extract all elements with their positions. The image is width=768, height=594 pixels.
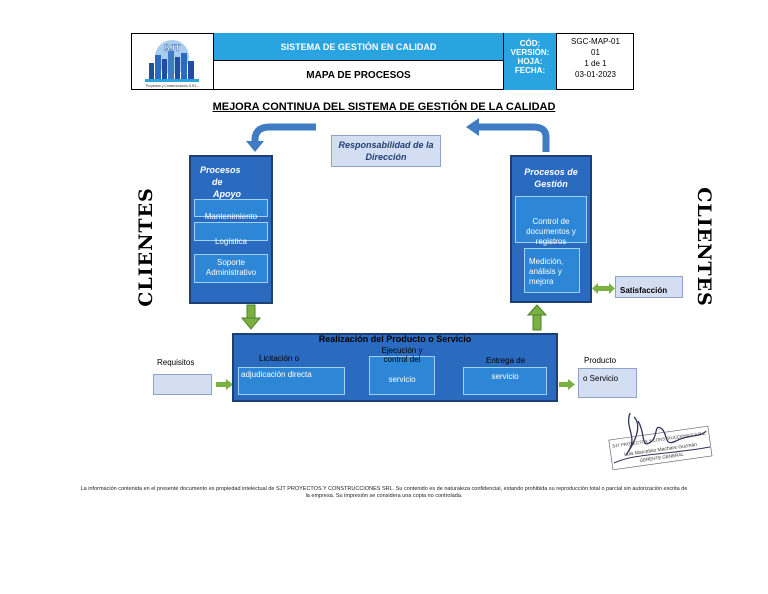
satisfaction-box: Satisfacción: [615, 276, 683, 298]
management-item-documents: Control de documentos y registros: [515, 196, 587, 246]
step-tender-box: adjudicación directa: [238, 367, 345, 395]
curved-arrow-left-icon: [251, 123, 316, 142]
requirements-label: Requisitos: [157, 358, 195, 367]
system-title: SISTEMA DE GESTIÓN EN CALIDAD: [214, 33, 503, 61]
realization-title: Realización del Producto o Servicio: [318, 334, 472, 344]
key-sheet: HOJA:: [517, 57, 543, 66]
document-title: MAPA DE PROCESOS: [306, 70, 411, 81]
header-values: SGC-MAP-01 01 1 de 1 03-01-2023: [557, 33, 634, 90]
support-item-maintenance: Mantenimiento: [194, 199, 268, 221]
direction-box: Responsabilidad de la Dirección: [331, 135, 441, 167]
value-code: SGC-MAP-01: [571, 37, 620, 46]
logo-caption: Proyectos y Construcciones S.R.L.: [146, 84, 198, 88]
key-date: FECHA:: [514, 66, 546, 75]
product-box: o Servicio: [578, 368, 637, 398]
support-item-logistics: Logística: [194, 222, 268, 246]
footer-line-1: La información contenida en el presente …: [80, 486, 688, 492]
step-tender-label: Licitación o: [259, 354, 300, 363]
logo-text: SJT: [164, 43, 181, 53]
value-sheet: 1 de 1: [584, 59, 607, 68]
signature-stamp: SJT PROYECTOS Y CONSTRUCCIONES S.R.L. Lu…: [606, 411, 714, 473]
support-title-2: de: [212, 177, 223, 187]
company-logo: SJT Proyectos y Construcciones S.R.L.: [131, 33, 214, 90]
signature-icon: SJT PROYECTOS Y CONSTRUCCIONES S.R.L. Lu…: [608, 412, 713, 471]
arrow-up-icon: [526, 304, 548, 316]
support-item-admin: Soporte Administrativo: [194, 254, 268, 283]
management-title: Procesos de Gestión: [524, 167, 578, 189]
arrow-down-icon: [240, 317, 262, 330]
double-arrow-icon: [592, 283, 598, 294]
logo-graphic: SJT Proyectos y Construcciones S.R.L.: [145, 40, 199, 88]
diagram-title: MEJORA CONTINUA DEL SISTEMA DE GESTIÓN D…: [212, 101, 556, 113]
confidentiality-footer: La información contenida en el presente …: [60, 486, 708, 500]
requirements-box: [153, 374, 212, 395]
support-title-3: Apoyo: [213, 189, 241, 199]
value-date: 03-01-2023: [575, 70, 616, 79]
step-execution-label: Ejecución y control del: [381, 346, 423, 364]
product-label: Producto: [584, 356, 617, 365]
clientes-right-label: CLIENTES: [692, 187, 715, 307]
arrow-right-icon: [568, 379, 575, 390]
support-title-1: Procesos: [200, 165, 241, 175]
key-code: CÓD:: [519, 39, 541, 48]
step-execution-box: servicio: [369, 356, 435, 395]
management-item-measurement: Medición, análisis y mejora: [524, 248, 580, 293]
step-delivery-box: servicio: [463, 367, 547, 395]
clientes-left-label: CLIENTES: [134, 187, 157, 307]
step-delivery-label: Entrega de: [486, 356, 526, 365]
stamp-line-3: GERENTE GENERAL: [639, 452, 684, 463]
key-version: VERSIÓN:: [510, 48, 550, 57]
footer-line-2: la empresa. Su impresión se considera un…: [305, 493, 463, 499]
curved-arrow-right-icon: [478, 123, 550, 152]
arrow-right-icon: [226, 379, 233, 390]
header-keys: CÓD: VERSIÓN: HOJA: FECHA:: [503, 33, 557, 90]
value-version: 01: [591, 48, 600, 57]
